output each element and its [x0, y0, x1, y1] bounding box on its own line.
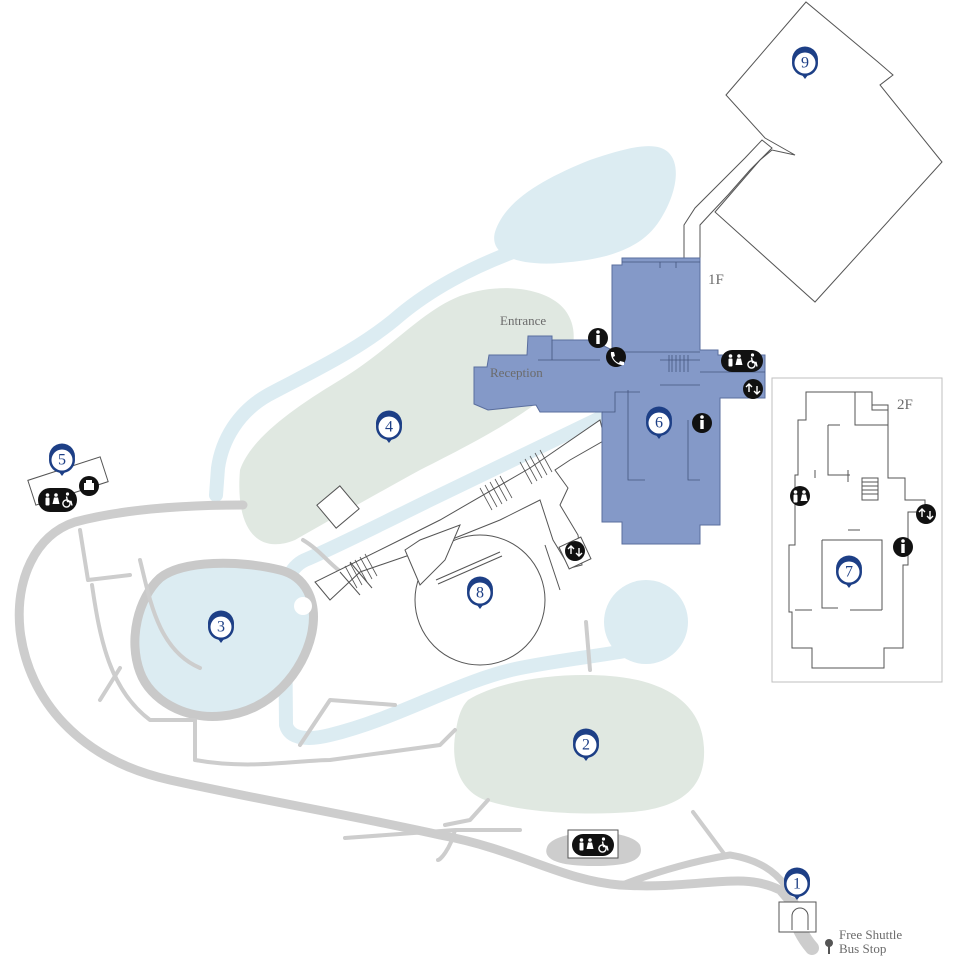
- toilet-icon: [721, 350, 763, 372]
- accessible-toilet-icon: [572, 834, 614, 856]
- info-icon[interactable]: [893, 537, 913, 557]
- facility-icons: [27, 328, 936, 859]
- label-1f: 1F: [708, 272, 724, 288]
- elevator-icon[interactable]: [743, 379, 763, 399]
- floor-2-inset: [771, 377, 943, 683]
- marker-4[interactable]: 4: [376, 410, 402, 443]
- elevator-icon[interactable]: [558, 536, 592, 570]
- lawn-4: [239, 288, 574, 545]
- marker-2[interactable]: 2: [573, 728, 599, 761]
- upper-pond: [494, 146, 676, 264]
- marker-9[interactable]: 9: [792, 46, 818, 80]
- marker-5[interactable]: 5: [49, 443, 75, 476]
- svg-text:6: 6: [655, 415, 663, 432]
- bus-stop-line2: Bus Stop: [839, 941, 886, 956]
- label-entrance: Entrance: [500, 313, 546, 328]
- toilet-icon[interactable]: [790, 486, 810, 506]
- marker-7[interactable]: 7: [836, 555, 862, 588]
- marker-8[interactable]: 8: [467, 576, 493, 609]
- svg-text:2: 2: [582, 737, 590, 754]
- map-labels: 1F 2F Entrance Reception Free Shuttle Bu…: [490, 272, 913, 956]
- water-features: [130, 146, 688, 745]
- bus-stop-icon: [825, 939, 833, 954]
- svg-text:4: 4: [385, 419, 393, 436]
- elevator-icon[interactable]: [916, 504, 936, 524]
- bus-stop-line1: Free Shuttle: [839, 927, 902, 942]
- main-pond: [130, 558, 318, 722]
- info-icon[interactable]: [588, 328, 608, 348]
- info-icon[interactable]: [692, 413, 712, 433]
- marker-6[interactable]: 6: [646, 406, 672, 439]
- location-markers: 1 2 3 4 5 6 7 8: [49, 46, 862, 900]
- svg-text:5: 5: [58, 452, 66, 469]
- restroom-sign-5[interactable]: [38, 476, 99, 512]
- phone-icon[interactable]: [606, 347, 626, 367]
- svg-text:7: 7: [845, 564, 853, 581]
- bus-stop[interactable]: Free Shuttle Bus Stop: [825, 927, 902, 956]
- stream-upper: [209, 245, 520, 502]
- svg-text:8: 8: [476, 585, 484, 602]
- restroom-1f[interactable]: [721, 350, 763, 372]
- label-2f: 2F: [897, 397, 913, 413]
- svg-text:3: 3: [217, 619, 225, 636]
- marker-3[interactable]: 3: [208, 610, 234, 643]
- svg-text:9: 9: [801, 55, 809, 72]
- stream-lower: [277, 411, 647, 745]
- svg-text:1: 1: [793, 876, 801, 893]
- marker-1[interactable]: 1: [784, 867, 810, 900]
- label-reception: Reception: [490, 365, 543, 380]
- restroom-sign-bottom[interactable]: [572, 834, 614, 856]
- round-pond: [604, 580, 688, 664]
